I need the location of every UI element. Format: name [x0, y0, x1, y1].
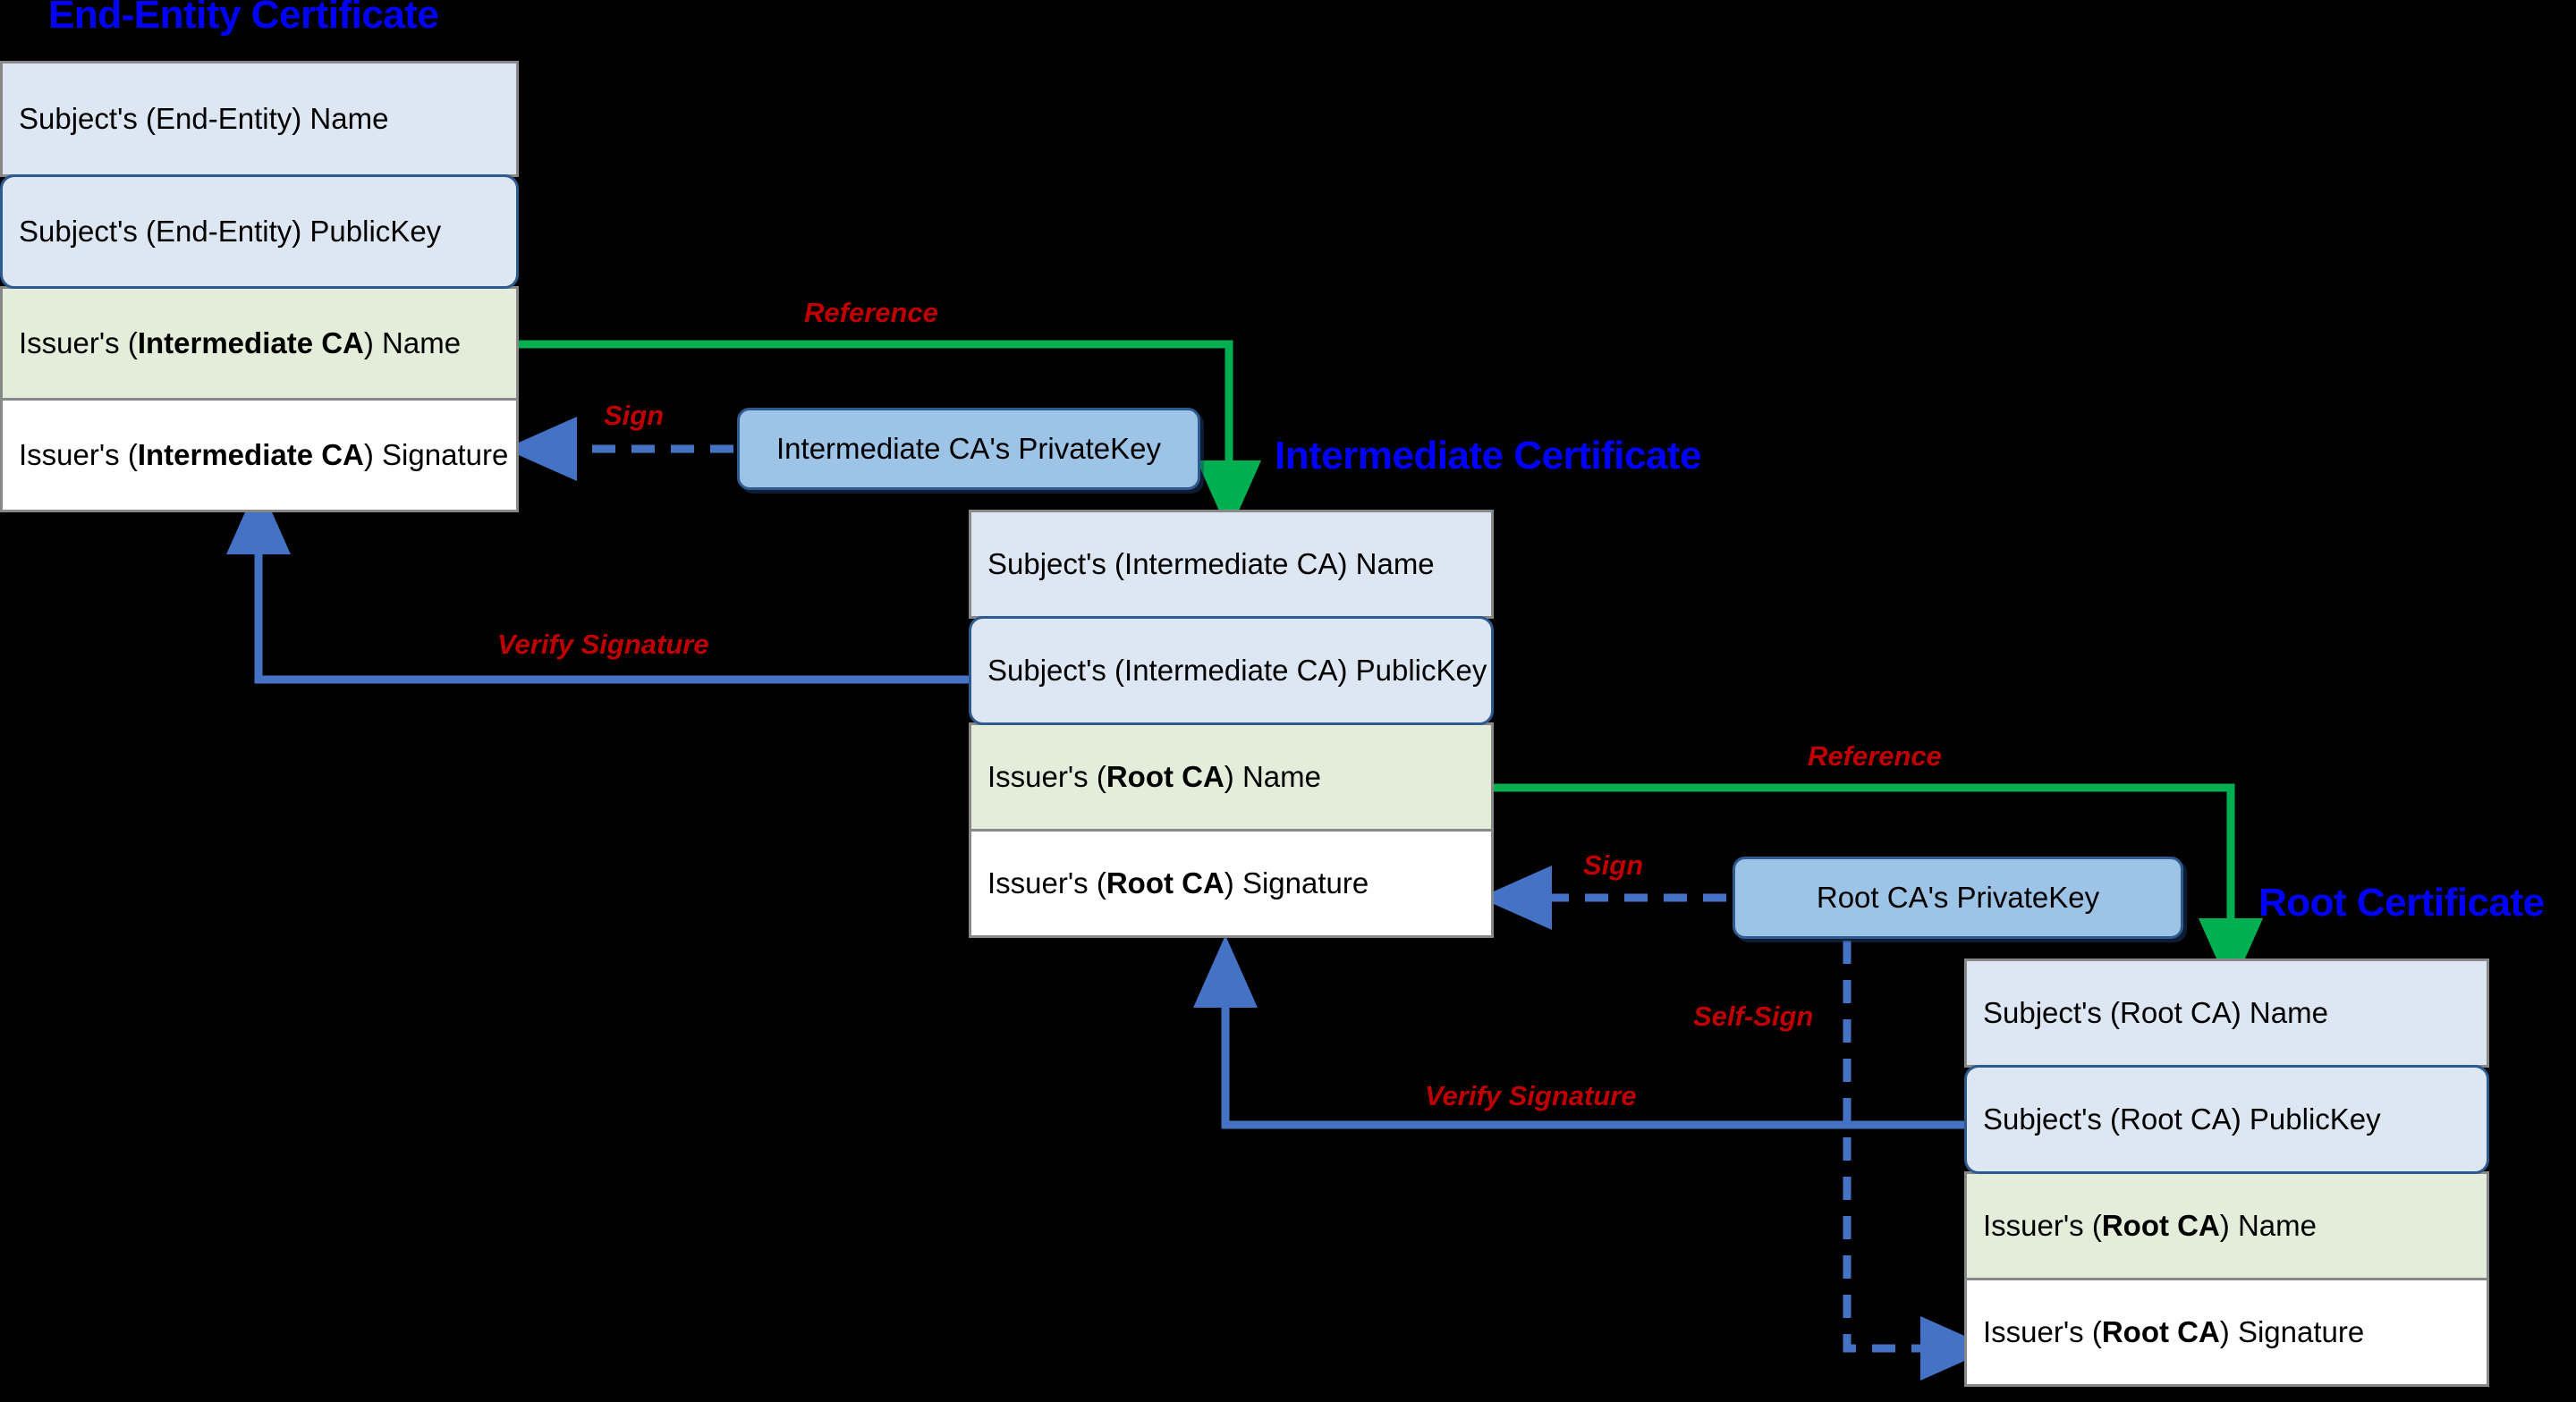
cert-row-subject-publickey: Subject's (End-Entity) PublicKey [0, 174, 519, 289]
issuer-signature-prefix: Issuer's ( [1983, 1314, 2102, 1348]
edge-label-sign-top: Sign [604, 400, 665, 431]
private-key-intermediate-ca: Intermediate CA's PrivateKey [737, 408, 1200, 490]
issuer-signature-strong: Root CA [2101, 1314, 2220, 1348]
issuer-name-suffix: ) Name [363, 325, 462, 359]
issuer-signature-prefix: Issuer's ( [19, 437, 138, 471]
cert-row-issuer-signature: Issuer's (Root CA) Signature [969, 829, 1494, 938]
issuer-signature-suffix: ) Signature [2219, 1314, 2365, 1348]
cert-row-issuer-name: Issuer's (Root CA) Name [969, 722, 1494, 832]
cert-title-intermediate: Intermediate Certificate [1275, 434, 1702, 477]
cert-row-subject-publickey: Subject's (Intermediate CA) PublicKey [969, 616, 1494, 725]
private-key-root-ca: Root CA's PrivateKey [1733, 857, 2183, 939]
cert-title-root: Root Certificate [2258, 881, 2545, 925]
issuer-name-prefix: Issuer's ( [1983, 1208, 2102, 1242]
cert-row-subject-name: Subject's (End-Entity) Name [0, 61, 519, 177]
issuer-signature-prefix: Issuer's ( [987, 866, 1106, 899]
cert-row-issuer-signature: Issuer's (Intermediate CA) Signature [0, 398, 519, 512]
issuer-name-prefix: Issuer's ( [19, 325, 138, 359]
self-sign-edge-root [1843, 901, 1993, 1381]
edge-label-sign-bottom: Sign [1583, 849, 1644, 881]
issuer-signature-suffix: ) Signature [363, 437, 509, 471]
edge-label-verify-top: Verify Signature [497, 629, 709, 660]
cert-row-subject-name: Subject's (Root CA) Name [1964, 959, 2489, 1068]
issuer-signature-strong: Intermediate CA [137, 437, 364, 471]
issuer-name-strong: Root CA [1106, 759, 1224, 793]
edge-label-reference-bottom: Reference [1808, 740, 1942, 772]
certificate-card-end-entity: Subject's (End-Entity) Name Subject's (E… [0, 61, 519, 512]
edge-label-self-sign: Self-Sign [1693, 1001, 1814, 1032]
cert-row-subject-publickey: Subject's (Root CA) PublicKey [1964, 1065, 2489, 1174]
issuer-signature-strong: Root CA [1106, 866, 1224, 899]
cert-row-issuer-name: Issuer's (Intermediate CA) Name [0, 286, 519, 401]
issuer-name-suffix: ) Name [1224, 759, 1321, 793]
issuer-name-suffix: ) Name [2219, 1208, 2317, 1242]
edge-label-verify-bottom: Verify Signature [1425, 1080, 1637, 1111]
issuer-name-strong: Root CA [2101, 1208, 2220, 1242]
certificate-card-intermediate: Subject's (Intermediate CA) Name Subject… [969, 510, 1494, 938]
issuer-name-strong: Intermediate CA [137, 325, 364, 359]
issuer-signature-suffix: ) Signature [1224, 866, 1369, 899]
edge-label-reference-top: Reference [804, 297, 938, 328]
cert-row-subject-name: Subject's (Intermediate CA) Name [969, 510, 1494, 619]
cert-title-end-entity: End-Entity Certificate [48, 0, 439, 37]
certificate-card-root: Subject's (Root CA) Name Subject's (Root… [1964, 959, 2489, 1387]
cert-row-issuer-name: Issuer's (Root CA) Name [1964, 1171, 2489, 1280]
issuer-name-prefix: Issuer's ( [987, 759, 1106, 793]
cert-row-issuer-signature: Issuer's (Root CA) Signature [1964, 1278, 2489, 1387]
